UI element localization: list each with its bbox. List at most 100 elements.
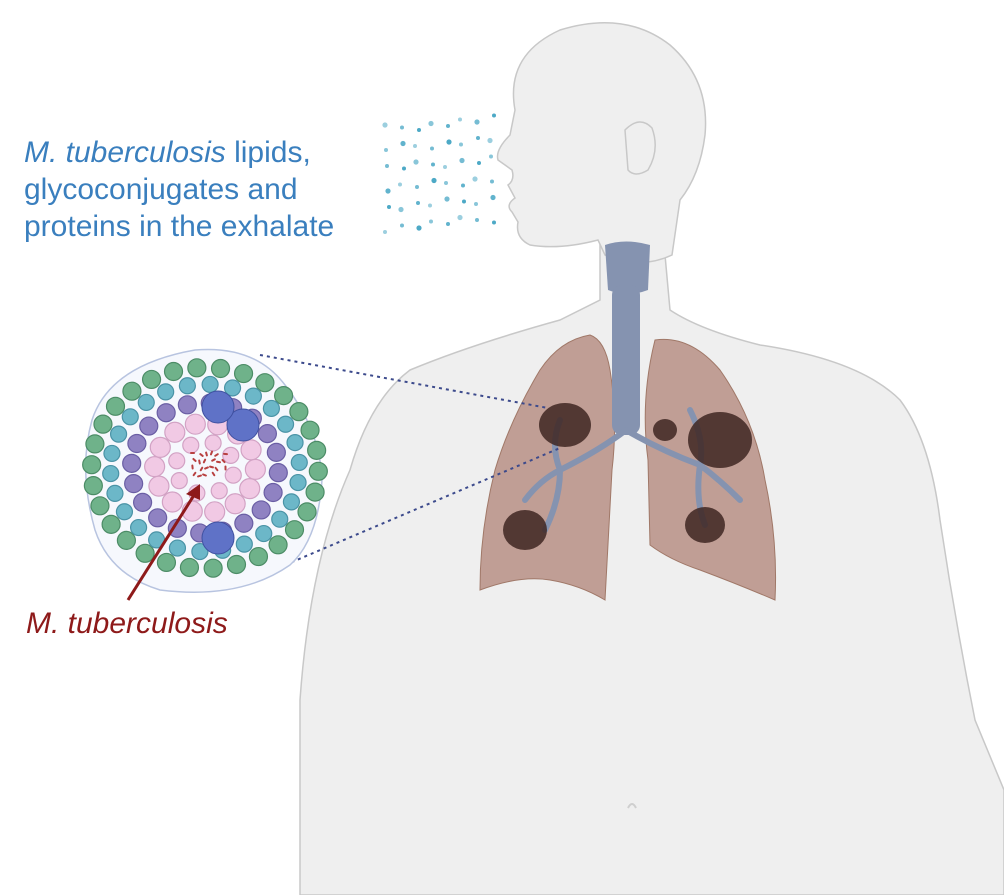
bacterium xyxy=(192,471,197,477)
granuloma-cell xyxy=(224,466,242,484)
granuloma-cell xyxy=(222,446,240,464)
aerosol-droplet xyxy=(430,146,434,151)
granuloma-cell xyxy=(163,361,184,382)
granuloma-cell xyxy=(203,558,223,578)
granuloma-cell xyxy=(168,539,187,557)
granuloma-cell xyxy=(179,557,200,578)
granuloma-cells xyxy=(82,358,328,578)
aerosol-droplet xyxy=(384,148,388,152)
aerosol-droplet xyxy=(446,124,450,128)
granuloma-cell xyxy=(210,482,228,500)
bacterium xyxy=(204,466,209,470)
aerosol-droplets-icon xyxy=(382,113,496,234)
aerosol-droplet xyxy=(431,177,437,184)
lesion-left-lower xyxy=(685,507,725,543)
aerosol-droplet xyxy=(472,176,478,182)
granuloma-cell xyxy=(268,463,288,483)
aerosol-droplet xyxy=(385,188,391,194)
aerosol-droplet xyxy=(416,225,422,231)
arrow-shaft xyxy=(126,491,198,601)
aerosol-droplet xyxy=(462,199,466,204)
granuloma-cell xyxy=(234,513,254,533)
granuloma-cell xyxy=(115,503,134,521)
aerosol-droplet xyxy=(383,230,387,234)
macrophage-cell xyxy=(201,390,235,424)
granuloma-cell xyxy=(149,436,171,458)
aerosol-droplet xyxy=(474,202,478,206)
granuloma-cell xyxy=(164,421,186,443)
granuloma-cell xyxy=(262,399,281,418)
aerosol-droplet xyxy=(400,223,404,228)
aerosol-droplet xyxy=(415,185,419,189)
torso xyxy=(299,243,1004,895)
granuloma-cell xyxy=(132,492,153,512)
granuloma-cell xyxy=(268,535,288,555)
granuloma-cell xyxy=(187,358,207,378)
bacterium xyxy=(221,458,226,464)
bacteria-cluster-icon xyxy=(190,450,228,478)
aerosol-droplet xyxy=(402,166,406,171)
granuloma-cell xyxy=(255,524,273,543)
pathogen-arrow xyxy=(126,484,200,601)
lesion-right-upper xyxy=(539,403,591,447)
granuloma-cell xyxy=(122,381,142,401)
granuloma-cell xyxy=(177,395,197,415)
connector-lower xyxy=(284,447,561,566)
bacterium xyxy=(224,465,227,471)
granuloma-cell xyxy=(148,508,168,528)
bacterium xyxy=(209,465,214,469)
granuloma-cell xyxy=(266,442,286,462)
exhalate-label-line3: proteins in the exhalate xyxy=(24,210,335,243)
granuloma-cell xyxy=(141,369,162,390)
macrophage-cell xyxy=(226,408,260,442)
aerosol-droplet xyxy=(417,128,421,132)
bacterium xyxy=(214,466,219,472)
granuloma-cell xyxy=(307,440,327,460)
exhalate-label-line1: lipids, xyxy=(225,136,311,169)
trachea xyxy=(612,285,640,435)
bacterium xyxy=(191,464,194,470)
lungs xyxy=(479,241,777,601)
aerosol-droplet xyxy=(446,222,450,226)
aerosol-droplet xyxy=(459,157,465,164)
granuloma-cell xyxy=(157,383,175,401)
granuloma-cell xyxy=(300,420,320,440)
lesion-right-lower xyxy=(503,510,547,550)
granuloma-cell xyxy=(170,472,188,490)
bacterium xyxy=(192,457,197,463)
connector-lines xyxy=(259,354,561,566)
aerosol-droplet xyxy=(400,140,406,147)
human-figure xyxy=(299,21,1004,895)
aerosol-droplet xyxy=(398,206,404,213)
lesions xyxy=(503,403,752,550)
bacterium xyxy=(202,473,207,477)
granuloma-cell xyxy=(184,413,206,435)
granuloma-cell xyxy=(178,377,196,395)
aerosol-droplet xyxy=(477,161,481,165)
bacterium xyxy=(209,450,214,456)
granuloma-cell xyxy=(282,493,301,511)
bacterium xyxy=(197,474,202,478)
aerosol-droplet xyxy=(492,113,496,118)
navel xyxy=(627,803,637,809)
granuloma-cell xyxy=(289,402,309,422)
granuloma-cell xyxy=(204,501,226,523)
granuloma-cell xyxy=(129,518,148,537)
aerosol-droplet xyxy=(387,205,391,209)
granuloma-cell xyxy=(109,425,128,443)
granuloma-cell xyxy=(102,464,120,483)
aerosol-droplet xyxy=(490,194,496,201)
granuloma-cell xyxy=(127,433,147,454)
granuloma-cell xyxy=(182,436,200,454)
granuloma-cell xyxy=(244,387,262,405)
granuloma-cell xyxy=(124,474,144,494)
granuloma-cell xyxy=(289,473,307,492)
aerosol-droplet xyxy=(431,162,435,167)
aerosol-droplet xyxy=(382,122,388,128)
exhalate-label-italic: M. tuberculosis xyxy=(24,136,226,169)
granuloma-cell xyxy=(255,373,275,393)
macrophage-cell xyxy=(201,521,235,555)
granuloma-cell xyxy=(263,482,283,503)
granuloma-icon xyxy=(82,348,328,593)
